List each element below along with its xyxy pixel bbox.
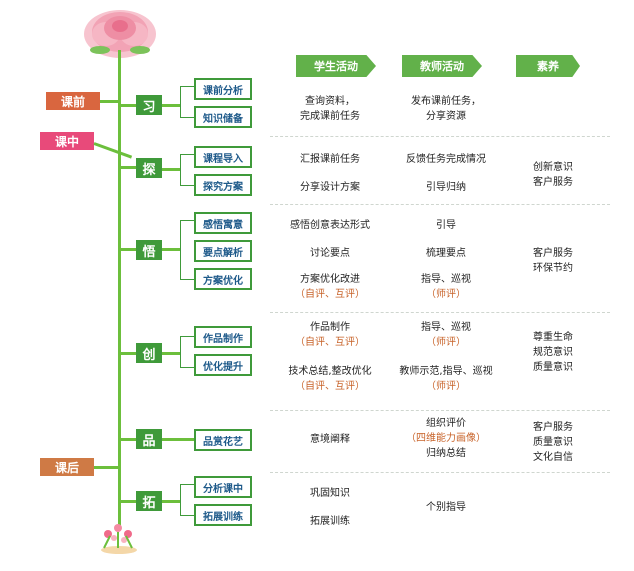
- connector-tan: [162, 168, 180, 171]
- flower-bouquet-illustration: [94, 516, 144, 556]
- branch-tuo: [120, 500, 136, 503]
- sub-stage-optimize-improve: 优化提升: [194, 354, 252, 376]
- branch-pin: [120, 438, 136, 441]
- sub-stage-key-points: 要点解析: [194, 240, 252, 262]
- sub-stage-course-intro: 课程导入: [194, 146, 252, 168]
- connector-chuang: [162, 352, 180, 355]
- bracket-tuo: [180, 484, 195, 516]
- teacher-tan-2: 引导归纳: [386, 180, 506, 195]
- bracket-chuang: [180, 336, 195, 368]
- sub-stage-work-making: 作品制作: [194, 326, 252, 348]
- row-divider: [270, 204, 610, 205]
- branch-chuang: [120, 352, 136, 355]
- bracket-xi: [180, 86, 195, 118]
- stage-xi: 习: [136, 95, 162, 115]
- sub-stage-analyze-class: 分析课中: [194, 476, 252, 498]
- connector-xi: [162, 104, 180, 107]
- connector-post: [94, 466, 120, 469]
- connector-wu: [162, 248, 180, 251]
- row-divider: [270, 136, 610, 137]
- sub-stage-feel-meaning: 感悟寓意: [194, 212, 252, 234]
- teacher-tan-1: 反馈任务完成情况: [386, 152, 506, 167]
- teacher-wu-2: 梳理要点: [386, 246, 506, 261]
- teacher-chuang-2: 教师示范,指导、巡视（师评）: [386, 364, 506, 394]
- main-stem: [118, 50, 121, 530]
- teacher-chuang-1: 指导、巡视（师评）: [386, 320, 506, 350]
- branch-xi: [120, 104, 136, 107]
- phase-label-post-class: 课后: [40, 458, 94, 476]
- student-tan-1: 汇报课前任务: [270, 152, 390, 167]
- teacher-wu-3: 指导、巡视（师评）: [386, 272, 506, 302]
- literacy-chuang: 尊重生命规范意识质量意识: [508, 330, 598, 375]
- connector-pin: [162, 438, 194, 441]
- literacy-tan: 创新意识客户服务: [508, 160, 598, 190]
- row-divider: [270, 312, 610, 313]
- literacy-wu: 客户服务环保节约: [508, 246, 598, 276]
- student-wu-1: 感悟创意表达形式: [270, 218, 390, 233]
- header-teacher-activity: 教师活动: [402, 55, 482, 77]
- stage-pin: 品: [136, 429, 162, 449]
- sub-stage-plan-optimize: 方案优化: [194, 268, 252, 290]
- teacher-pin: 组织评价（四维能力画像）归纳总结: [386, 416, 506, 461]
- literacy-pin: 客户服务质量意识文化自信: [508, 420, 598, 465]
- phase-label-pre-class: 课前: [46, 92, 100, 110]
- student-chuang-1: 作品制作（自评、互评）: [270, 320, 390, 350]
- sub-stage-knowledge-reserve: 知识储备: [194, 106, 252, 128]
- connector-pre: [100, 100, 120, 103]
- sub-stage-extension-training: 拓展训练: [194, 504, 252, 526]
- sub-stage-pre-analysis: 课前分析: [194, 78, 252, 100]
- branch-tan: [120, 166, 136, 169]
- sub-stage-explore-plan: 探究方案: [194, 174, 252, 196]
- stage-chuang: 创: [136, 343, 162, 363]
- sub-stage-floral-appreciation: 品赏花艺: [194, 429, 252, 451]
- student-wu-3: 方案优化改进（自评、互评）: [270, 272, 390, 302]
- connector-tuo: [162, 500, 180, 503]
- student-wu-2: 讨论要点: [270, 246, 390, 261]
- bracket-tan: [180, 154, 195, 186]
- branch-wu: [120, 248, 136, 251]
- phase-label-in-class: 课中: [40, 132, 94, 150]
- stage-tuo: 拓: [136, 491, 162, 511]
- teacher-wu-1: 引导: [386, 218, 506, 233]
- row-divider: [270, 410, 610, 411]
- bracket-wu: [180, 220, 195, 280]
- student-tuo-2: 拓展训练: [270, 514, 390, 529]
- connector-in: [93, 142, 132, 158]
- header-literacy: 素养: [516, 55, 580, 77]
- stage-wu: 悟: [136, 240, 162, 260]
- stage-tan: 探: [136, 158, 162, 178]
- student-chuang-2: 技术总结,整改优化（自评、互评）: [270, 364, 390, 394]
- student-pin: 意境阐释: [270, 432, 390, 447]
- header-student-activity: 学生活动: [296, 55, 376, 77]
- student-tuo-1: 巩固知识: [270, 486, 390, 501]
- teacher-tuo: 个别指导: [386, 500, 506, 515]
- row-divider: [270, 472, 610, 473]
- student-xi: 查询资料，完成课前任务: [270, 94, 390, 124]
- teacher-xi: 发布课前任务，分享资源: [386, 94, 506, 124]
- student-tan-2: 分享设计方案: [270, 180, 390, 195]
